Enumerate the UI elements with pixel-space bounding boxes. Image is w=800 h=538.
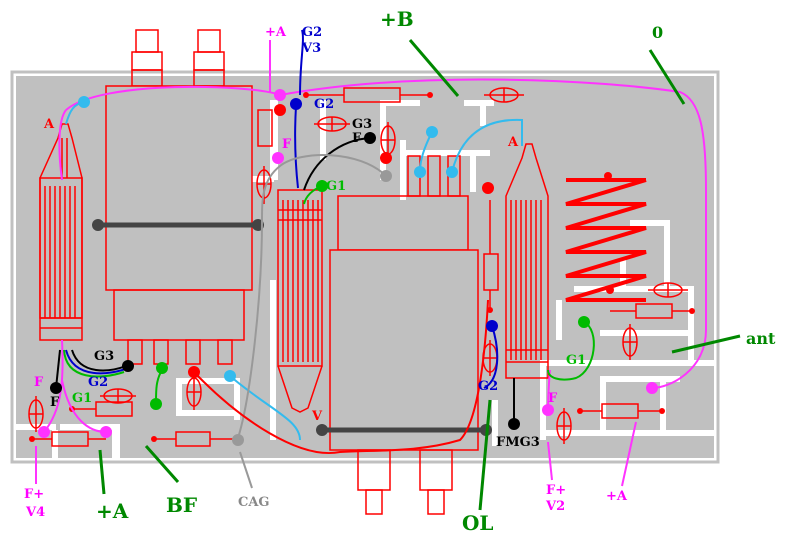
- wire-gray: [237, 154, 387, 439]
- dot-red-1: [274, 104, 286, 116]
- wire-black: [303, 137, 371, 191]
- label-bf: BF: [166, 493, 197, 517]
- label-g1-right: G1: [566, 353, 586, 368]
- dot-green-1: [316, 180, 328, 192]
- center-transformer: [329, 155, 479, 515]
- resistors: [32, 87, 692, 447]
- dot-cyan-1: [78, 96, 90, 108]
- dot-magenta-3: [38, 426, 50, 438]
- coil-end-1: [604, 172, 612, 180]
- dot-cyan-4: [446, 166, 458, 178]
- label-v4: V4: [25, 505, 45, 520]
- label-zero: 0: [652, 23, 663, 42]
- label-cag: CAG: [238, 495, 270, 510]
- dot-cyan-2: [426, 126, 438, 138]
- dot-gray-2: [232, 434, 244, 446]
- dot-green-3: [150, 398, 162, 410]
- dot-red-4: [188, 366, 200, 378]
- dot-green-4: [578, 316, 590, 328]
- left-tube: [39, 123, 83, 341]
- dot-cyan-3: [414, 166, 426, 178]
- junctions: [38, 89, 658, 446]
- left-bar-dot-1: [92, 219, 104, 231]
- center-bar-dot-1: [316, 424, 328, 436]
- label-ol: OL: [462, 511, 493, 535]
- dot-blue-2: [486, 320, 498, 332]
- label-plus-b: +B: [380, 7, 414, 31]
- label-ant: ant: [746, 329, 776, 348]
- labels: +A G2 V3 +B 0 A G2 G3 F F G1 A ant G3 F …: [24, 7, 776, 535]
- label-g1-mid: G1: [326, 179, 346, 194]
- dot-black-3: [50, 382, 62, 394]
- wire-magenta-loop: [279, 78, 707, 389]
- dot-red-2: [380, 152, 392, 164]
- label-plus-a-bottom-left: +A: [96, 499, 129, 523]
- label-f-mid: F: [352, 131, 362, 146]
- wires: [43, 29, 707, 454]
- antenna-coil: [565, 178, 647, 302]
- right-tube: [505, 143, 549, 379]
- label-g2-bottom: G2: [478, 379, 498, 394]
- dot-magenta-2: [272, 152, 284, 164]
- label-f-plus-left: F+: [24, 487, 44, 502]
- dot-magenta-5: [542, 404, 554, 416]
- wire-red: [193, 299, 489, 454]
- label-a-left: A: [43, 117, 55, 132]
- label-v2: V2: [545, 499, 565, 514]
- label-fmg3: FMG3: [496, 435, 540, 450]
- dot-gray-1: [380, 170, 392, 182]
- dot-green-2: [156, 362, 168, 374]
- dot-cyan-5: [224, 370, 236, 382]
- label-f-left-magenta: F: [34, 375, 44, 390]
- dot-black-1: [364, 132, 376, 144]
- label-g3-left: G3: [94, 349, 114, 364]
- dot-magenta-6: [646, 382, 658, 394]
- label-g2-left: G2: [88, 375, 108, 390]
- label-a-right: A: [507, 135, 519, 150]
- label-g3-mid: G3: [352, 117, 372, 132]
- dot-black-2: [122, 360, 134, 372]
- dot-blue-1: [290, 98, 302, 110]
- label-f-magenta-mid: F: [282, 137, 292, 152]
- label-g2-top: G2: [302, 25, 322, 40]
- dot-red-3: [482, 182, 494, 194]
- label-v3-top: V3: [301, 41, 321, 56]
- label-f-right: F: [548, 391, 558, 406]
- leader-lines: [35, 39, 741, 511]
- dot-black-4: [508, 418, 520, 430]
- label-g1-left: G1: [72, 391, 92, 406]
- coil-end-2: [606, 286, 614, 294]
- label-f-plus-right: F+: [546, 483, 566, 498]
- label-g2-mid: G2: [314, 97, 334, 112]
- label-v-center: V: [311, 409, 323, 424]
- dot-magenta-1: [274, 89, 286, 101]
- label-plus-a-bottom-right: +A: [606, 489, 628, 504]
- wire-blue: [299, 29, 304, 96]
- label-plus-a-top: +A: [265, 25, 287, 40]
- label-f-left-black: F: [50, 395, 60, 410]
- middle-tube: [277, 189, 323, 413]
- left-transformer: [105, 29, 253, 365]
- dot-magenta-4: [100, 426, 112, 438]
